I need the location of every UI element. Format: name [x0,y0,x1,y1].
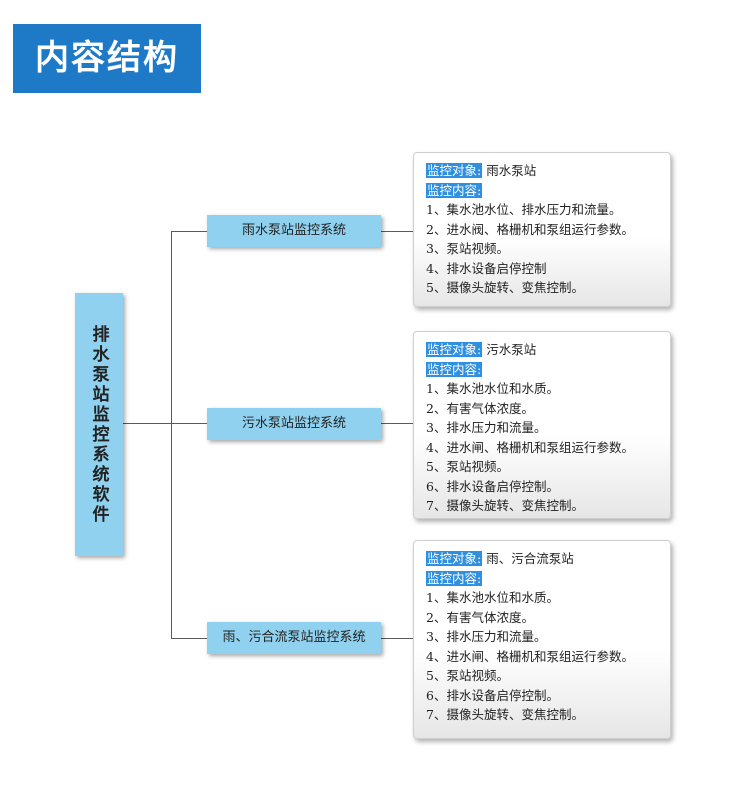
list-item: 5、泵站视频。 [426,459,509,474]
list-item: 5、泵站视频。 [426,668,509,683]
monitor-object-tag: 监控对象: [426,163,483,178]
monitor-object-tag: 监控对象: [426,551,483,566]
list-item: 7、摄像头旋转、变焦控制。 [426,498,584,513]
system-node-combined: 雨、污合流泵站监控系统 [207,622,381,654]
list-item: 3、泵站视频。 [426,241,509,256]
card-connector-2 [381,423,413,424]
monitor-content-row: 监控内容: [426,181,670,201]
list-item: 3、排水压力和流量。 [426,629,547,644]
list-item: 4、排水设备启停控制 [426,260,547,276]
monitor-content-tag: 监控内容: [426,182,483,198]
system-node-rain: 雨水泵站监控系统 [207,215,381,247]
monitor-content-row: 监控内容: [426,360,670,380]
list-item: 1、集水池水位和水质。 [426,381,559,396]
card-connector-3 [381,638,413,639]
detail-card-combined: 监控对象: 雨、污合流泵站 监控内容: 1、集水池水位和水质。 2、有害气体浓度… [413,540,671,739]
card-connector-1 [381,231,413,232]
list-item: 2、有害气体浓度。 [426,609,534,625]
branch-line-1 [171,231,207,232]
branch-line-2 [171,423,207,424]
list-item: 1、集水池水位和水质。 [426,590,559,605]
root-node: 排水泵站监控系统软件 [75,293,123,556]
list-item: 3、排水压力和流量。 [426,420,547,435]
list-item: 5、摄像头旋转、变焦控制。 [426,280,584,295]
list-item: 6、排水设备启停控制。 [426,478,559,494]
detail-card-rain: 监控对象: 雨水泵站 监控内容: 1、集水池水位、排水压力和流量。 2、进水阀、… [413,152,671,307]
monitor-content-tag: 监控内容: [426,361,483,377]
list-item: 1、集水池水位、排水压力和流量。 [426,202,622,217]
monitor-object-row: 监控对象: 污水泵站 [426,340,670,360]
monitor-object-value: 雨水泵站 [486,163,537,178]
monitor-object-value: 雨、污合流泵站 [486,551,574,566]
monitor-object-value: 污水泵站 [486,342,537,357]
monitor-object-row: 监控对象: 雨水泵站 [426,161,670,181]
list-item: 7、摄像头旋转、变焦控制。 [426,707,584,722]
monitor-object-row: 监控对象: 雨、污合流泵站 [426,549,670,569]
root-connector [123,423,171,424]
list-item: 4、进水闸、格栅机和泵组运行参数。 [426,439,634,455]
monitor-content-tag: 监控内容: [426,570,483,586]
trunk-line [171,231,172,639]
list-item: 4、进水闸、格栅机和泵组运行参数。 [426,648,634,664]
list-item: 2、进水阀、格栅机和泵组运行参数。 [426,221,634,237]
list-item: 6、排水设备启停控制。 [426,687,559,703]
monitor-content-row: 监控内容: [426,569,670,589]
page-title: 内容结构 [13,24,201,93]
monitor-object-tag: 监控对象: [426,342,483,357]
root-label: 排水泵站监控系统软件 [88,324,109,525]
system-node-sewage: 污水泵站监控系统 [207,408,381,440]
list-item: 2、有害气体浓度。 [426,400,534,416]
branch-line-3 [171,638,207,639]
detail-card-sewage: 监控对象: 污水泵站 监控内容: 1、集水池水位和水质。 2、有害气体浓度。 3… [413,331,671,519]
